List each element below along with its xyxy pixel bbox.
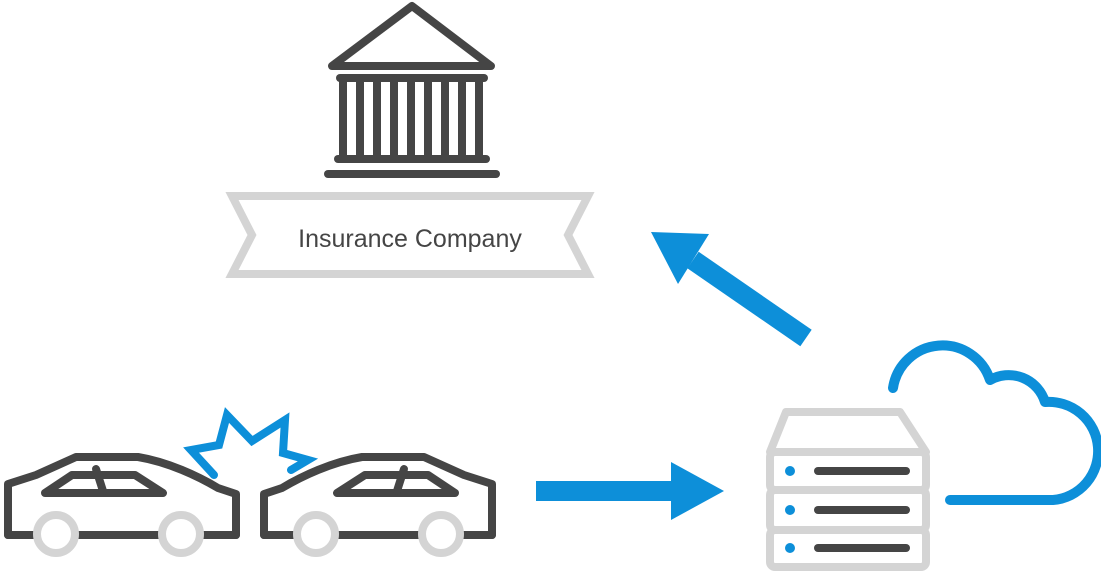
impact-burst-icon xyxy=(183,407,319,479)
left-car-icon xyxy=(4,453,240,557)
car-crash-icon xyxy=(4,407,496,557)
arrow-to-insurance-icon xyxy=(651,232,812,347)
arrow-to-server-icon xyxy=(536,462,724,520)
insurance-company-banner: Insurance Company xyxy=(225,192,595,278)
server-stack-icon xyxy=(766,408,930,571)
cloud-icon xyxy=(888,340,1101,505)
banner-ribbon xyxy=(225,192,595,278)
bank-building-icon xyxy=(324,2,500,178)
right-car-icon xyxy=(260,453,496,557)
banner-label: Insurance Company xyxy=(298,225,522,253)
